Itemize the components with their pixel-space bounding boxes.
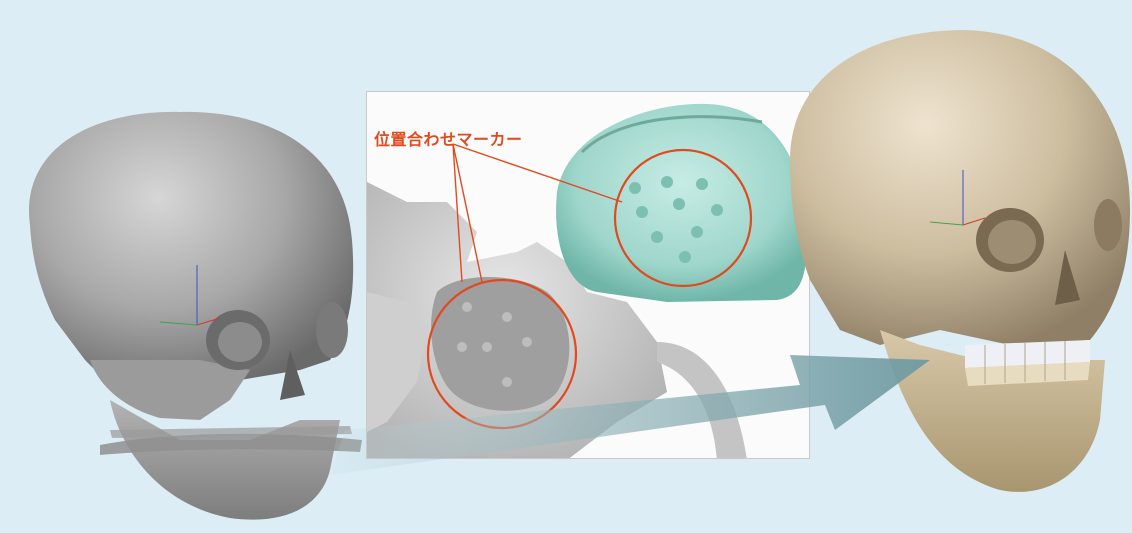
marker-label: 位置合わせマーカー [374, 126, 523, 150]
